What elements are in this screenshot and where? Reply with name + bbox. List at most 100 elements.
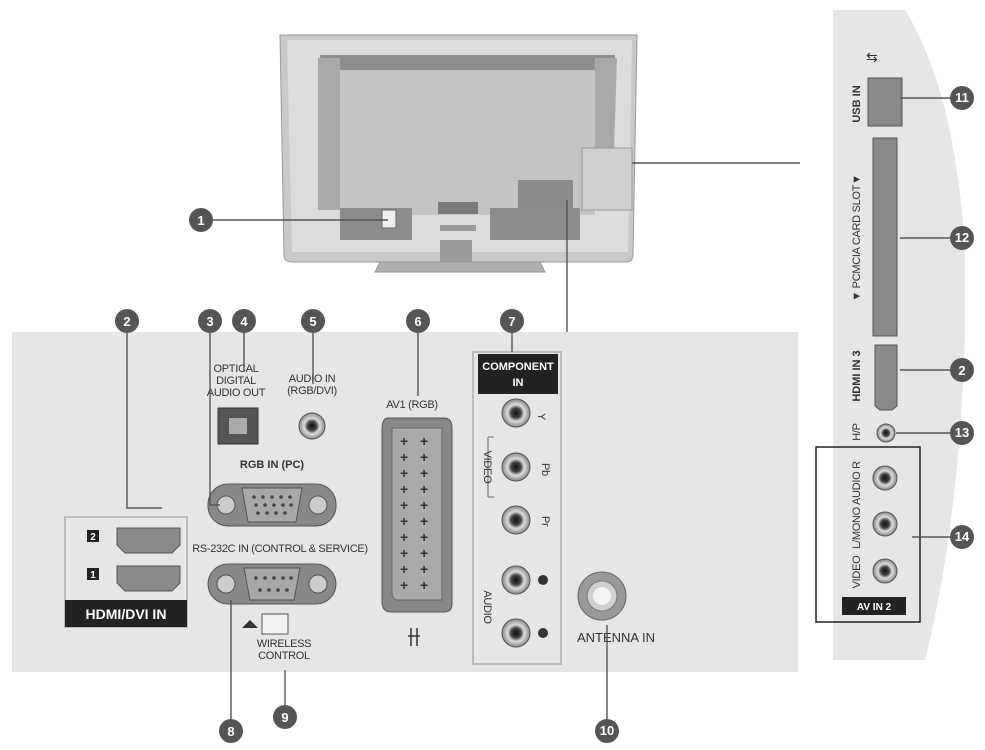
callout-12: 12 xyxy=(950,226,974,250)
usb-port xyxy=(867,77,903,127)
svg-text:+: + xyxy=(420,545,428,561)
svg-text:+: + xyxy=(420,481,428,497)
svg-text:9: 9 xyxy=(281,710,288,725)
callout-9: 9 xyxy=(273,705,297,729)
pcmcia-slot xyxy=(872,137,898,337)
svg-text:7: 7 xyxy=(508,314,515,329)
av2-audio-label: L/MONO AUDIO R xyxy=(851,461,863,549)
svg-text:+: + xyxy=(400,513,408,529)
av2-video-label: VIDEO xyxy=(851,555,863,588)
usb-icon: ⇆ xyxy=(866,49,878,65)
pb-label: Pb xyxy=(539,463,551,476)
callout-5: 5 xyxy=(301,309,325,333)
svg-text:+: + xyxy=(420,577,428,593)
svg-text:8: 8 xyxy=(227,724,234,739)
svg-text:+: + xyxy=(420,465,428,481)
audio-label: AUDIO xyxy=(481,590,493,624)
svg-text:2: 2 xyxy=(123,314,130,329)
audio-in-rgb-dvi: AUDIO IN (RGB/DVI) xyxy=(287,373,337,440)
rs232-label: RS-232C IN (CONTROL & SERVICE) xyxy=(192,543,368,555)
side-panel: USB IN ▼ PCMCIA CARD SLOT▼ HDMI IN 3 H/P… xyxy=(815,10,965,660)
av2-video-jack xyxy=(872,558,898,584)
headphone-jack xyxy=(876,423,896,443)
video-label: VIDEO xyxy=(481,451,493,484)
rgb-in-label: RGB IN (PC) xyxy=(240,459,305,471)
audio-in-label-2: (RGB/DVI) xyxy=(287,385,337,397)
hdmi-port-2 xyxy=(116,527,181,554)
hdmi3-label: HDMI IN 3 xyxy=(851,350,863,401)
svg-text:+: + xyxy=(420,497,428,513)
component-pr-jack xyxy=(501,505,531,535)
hdmi-port-2-label: 2 xyxy=(90,532,96,543)
svg-text:11: 11 xyxy=(955,90,969,105)
svg-text:+: + xyxy=(400,545,408,561)
av1-scart: AV1 (RGB) ++ ++ ++ ++ ++ ++ ++ ++ ++ ++ xyxy=(381,399,453,646)
svg-text:+: + xyxy=(400,481,408,497)
svg-text:+: + xyxy=(420,433,428,449)
audio-in-label-1: AUDIO IN xyxy=(289,373,336,385)
svg-text:2: 2 xyxy=(958,363,965,378)
rgb-in-pc: RGB IN (PC) xyxy=(207,459,337,527)
callout-2: 2 xyxy=(115,309,139,333)
callout-1: 1 xyxy=(189,208,213,232)
component-y-jack xyxy=(501,398,531,428)
callouts: 1 2 3 4 5 6 7 8 9 10 11 12 2 13 14 xyxy=(115,86,974,743)
component-audio-r-jack xyxy=(501,618,531,648)
svg-text:+: + xyxy=(400,433,408,449)
svg-text:+: + xyxy=(400,497,408,513)
wireless-control: WIRELESS CONTROL xyxy=(242,613,312,662)
hdmi3-port xyxy=(874,344,898,411)
callout-8: 8 xyxy=(219,719,243,743)
callout-4: 4 xyxy=(232,309,256,333)
wireless-label-2: CONTROL xyxy=(258,650,310,662)
component-in: COMPONENT IN Y Pb Pr VIDEO AUDIO xyxy=(472,351,562,665)
wireless-label-1: WIRELESS xyxy=(257,638,311,650)
svg-text:+: + xyxy=(400,449,408,465)
svg-text:+: + xyxy=(420,449,428,465)
svg-text:14: 14 xyxy=(955,529,970,544)
optical-out: OPTICAL DIGITAL AUDIO OUT xyxy=(207,363,266,445)
headphone-label: H/P xyxy=(851,423,863,440)
av2-audio-l-jack xyxy=(872,511,898,537)
pcmcia-label: ▼ PCMCIA CARD SLOT▼ xyxy=(851,174,863,301)
callout-leaders xyxy=(126,97,950,727)
svg-text:12: 12 xyxy=(955,230,969,245)
antenna-label: ANTENNA IN xyxy=(577,630,655,645)
svg-text:+: + xyxy=(400,465,408,481)
svg-text:13: 13 xyxy=(955,425,969,440)
optical-label-2: DIGITAL xyxy=(216,375,256,387)
callout-6: 6 xyxy=(406,309,430,333)
svg-text:1: 1 xyxy=(197,213,204,228)
svg-text:+: + xyxy=(420,513,428,529)
svg-text:6: 6 xyxy=(414,314,421,329)
av2-label: AV IN 2 xyxy=(857,602,892,613)
av1-label: AV1 (RGB) xyxy=(386,399,438,411)
svg-text:+: + xyxy=(420,529,428,545)
callout-13: 13 xyxy=(950,421,974,445)
pr-label: Pr xyxy=(539,516,551,527)
tv-back xyxy=(279,34,638,273)
svg-text:+: + xyxy=(400,561,408,577)
hdmi-port-1 xyxy=(116,565,181,592)
svg-text:10: 10 xyxy=(600,723,614,738)
svg-text:+: + xyxy=(400,529,408,545)
optical-label-1: OPTICAL xyxy=(214,363,259,375)
svg-text:5: 5 xyxy=(309,314,316,329)
callout-7: 7 xyxy=(500,309,524,333)
callout-11: 11 xyxy=(950,86,974,110)
hdmi-dvi-label: HDMI/DVI IN xyxy=(86,606,167,622)
hdmi-port-1-label: 1 xyxy=(90,570,96,581)
callout-14: 14 xyxy=(950,525,974,549)
component-pb-jack xyxy=(501,452,531,482)
antenna-in: ANTENNA IN xyxy=(577,571,655,645)
component-audio-l-jack xyxy=(501,565,531,595)
svg-text:3: 3 xyxy=(206,314,213,329)
svg-text:+: + xyxy=(420,561,428,577)
hdmi-dvi-block: 2 1 HDMI/DVI IN xyxy=(64,516,188,628)
component-label-2: IN xyxy=(513,377,524,389)
component-label-1: COMPONENT xyxy=(482,361,554,373)
callout-3: 3 xyxy=(198,309,222,333)
svg-text:+: + xyxy=(400,577,408,593)
